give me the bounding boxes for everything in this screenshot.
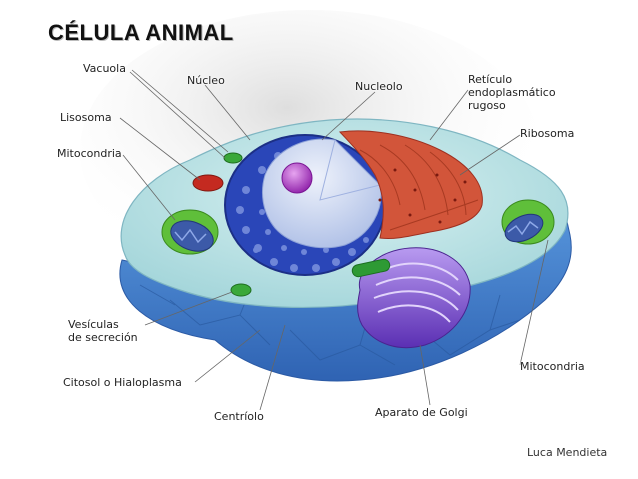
- diagram-title: CÉLULA ANIMAL: [48, 20, 234, 45]
- golgi-cisternae: [373, 262, 461, 323]
- label-vacuola: Vacuola: [83, 62, 126, 75]
- mitochondrion-right-cristae: [507, 220, 539, 236]
- label-lisosoma: Lisosoma: [60, 111, 112, 124]
- golgi-apparatus: [357, 247, 471, 349]
- label-reticulo: Retículo endoplasmático rugoso: [468, 73, 556, 112]
- nucleus-cut-edges: [319, 139, 381, 201]
- label-ribosoma: Ribosoma: [520, 127, 575, 140]
- label-reticulo-line1: Retículo: [468, 73, 513, 86]
- vacuole: [223, 152, 243, 164]
- label-reticulo-line3: rugoso: [468, 99, 506, 112]
- label-vesiculas: Vesículas de secreción: [68, 318, 138, 344]
- label-reticulo-line2: endoplasmático: [468, 86, 556, 99]
- label-mitocondria-right: Mitocondria: [520, 360, 585, 373]
- secretory-vesicle: [230, 283, 252, 297]
- mitochondrion-left-inner: [170, 220, 214, 252]
- centriole: [351, 258, 391, 278]
- label-citosol: Citosol o Hialoplasma: [63, 376, 182, 389]
- mitochondrion-right-inner: [504, 213, 544, 243]
- mitochondrion-left-cristae: [174, 228, 207, 244]
- label-vesiculas-line2: de secreción: [68, 331, 138, 344]
- label-mitocondria-left: Mitocondria: [57, 147, 122, 160]
- er-ribosomes: [378, 168, 467, 224]
- label-nucleo: Núcleo: [187, 74, 225, 87]
- nuclear-pores: [236, 152, 369, 272]
- label-vesiculas-line1: Vesículas: [68, 318, 119, 331]
- label-centriolo: Centríolo: [214, 410, 264, 423]
- leader-lines: [119, 69, 549, 411]
- lysosome: [192, 174, 224, 192]
- label-nucleolo: Nucleolo: [355, 80, 403, 93]
- author-credit: Luca Mendieta: [527, 446, 608, 459]
- label-golgi: Aparato de Golgi: [375, 406, 468, 419]
- er-folds: [359, 144, 479, 231]
- nucleolus: [281, 162, 313, 194]
- rough-endoplasmic-reticulum: [338, 130, 483, 239]
- membrane-facets: [139, 284, 521, 366]
